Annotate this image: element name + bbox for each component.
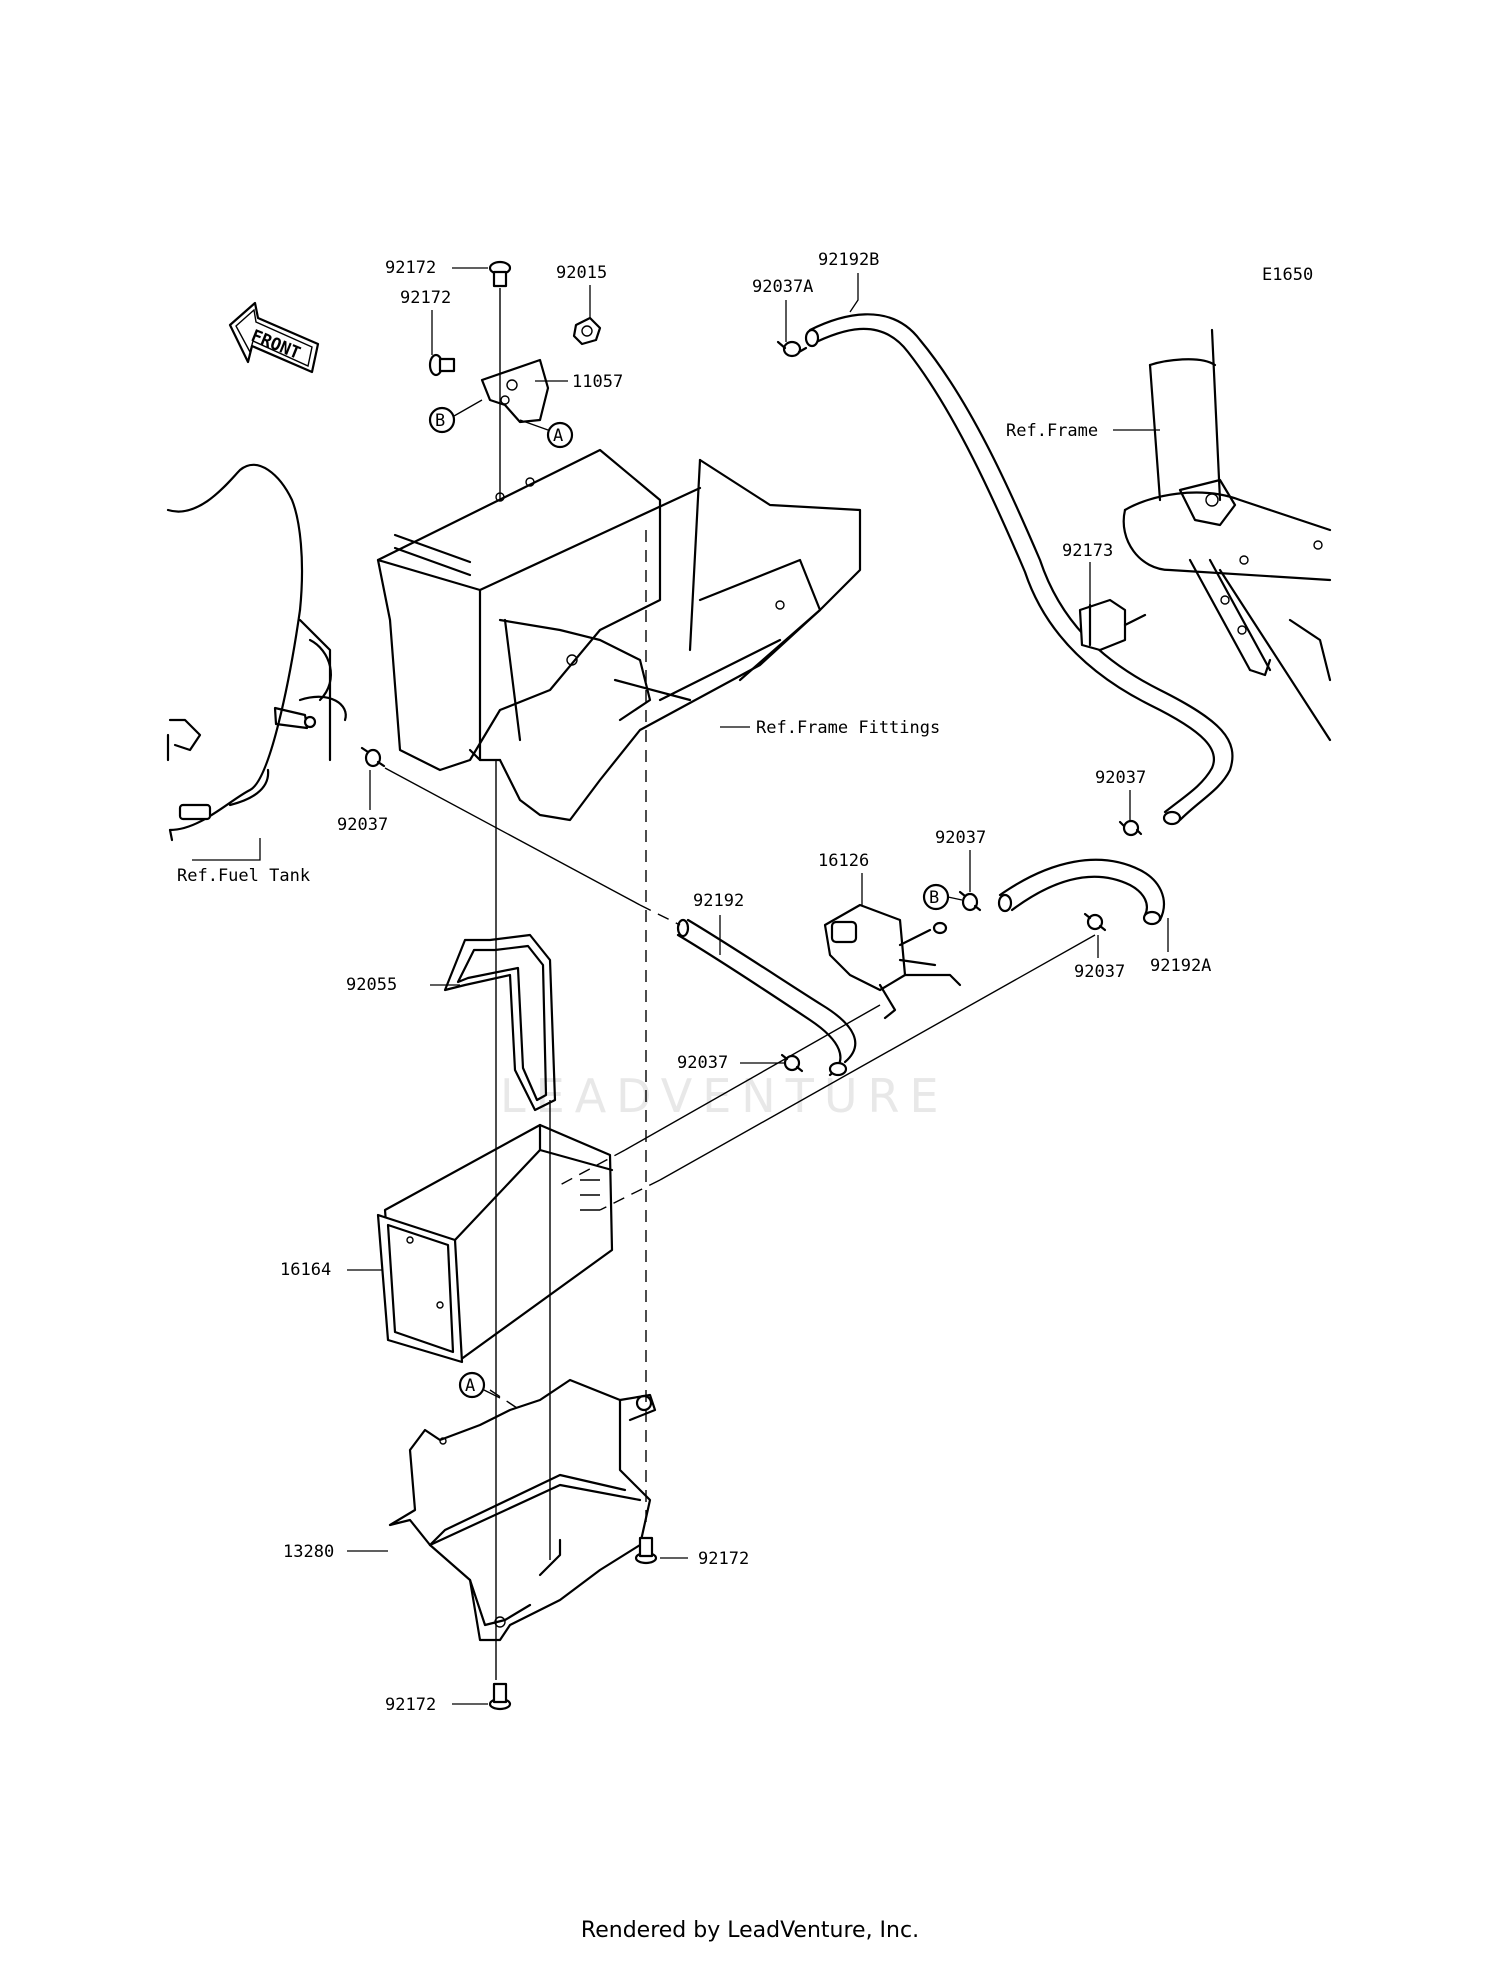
nut-92015	[572, 316, 602, 346]
marker-b-top: B	[428, 399, 483, 434]
clamp-92037-4	[1083, 912, 1107, 932]
callout-92172-b: 92172	[400, 288, 451, 308]
bolt-92172-bottom-left	[488, 1682, 512, 1711]
front-arrow-icon: FRONT	[228, 301, 320, 374]
callout-ref-frame: Ref.Frame	[1006, 421, 1098, 441]
callout-92037-c: 92037	[1095, 768, 1146, 788]
marker-b-valve: B	[922, 883, 963, 911]
callout-ref-fuel-tank: Ref.Fuel Tank	[177, 866, 310, 886]
callout-92192a: 92192A	[1150, 956, 1211, 976]
band-92055	[443, 933, 557, 1112]
callout-16126: 16126	[818, 851, 869, 871]
hose-92192	[676, 918, 857, 1077]
clamp-92037-3	[958, 890, 982, 912]
hose-92192a	[997, 858, 1165, 926]
callout-92055: 92055	[346, 975, 397, 995]
bolt-92172-top	[488, 260, 512, 500]
frame-ref	[1122, 328, 1332, 742]
callout-92037-f: 92037	[1074, 962, 1125, 982]
marker-a-bottom: A	[458, 1371, 501, 1399]
svg-text:B: B	[435, 411, 445, 431]
callout-13280: 13280	[283, 1542, 334, 1562]
hose-92192b	[804, 313, 1234, 826]
frame-fittings-box	[376, 448, 862, 822]
callout-92192b: 92192B	[818, 250, 879, 270]
fuel-tank-ref	[166, 463, 347, 842]
clamp-92037-2	[1118, 819, 1143, 837]
bolt-92172-bottom-right	[634, 1536, 658, 1565]
clamp-92037-1	[360, 746, 386, 768]
callout-92172-c: 92172	[698, 1549, 749, 1569]
callout-92172-d: 92172	[385, 1695, 436, 1715]
svg-text:A: A	[553, 426, 563, 446]
callout-11057: 11057	[572, 372, 623, 392]
callout-92037-g: 92037	[677, 1053, 728, 1073]
svg-text:B: B	[929, 888, 939, 908]
diagram-code: E1650	[1262, 265, 1313, 285]
callout-92037-e: 92037	[935, 828, 986, 848]
bracket-11057	[480, 358, 550, 424]
marker-a-top: A	[519, 419, 574, 449]
callout-ref-frame-fittings: Ref.Frame Fittings	[756, 718, 940, 738]
cap-92173	[1078, 598, 1147, 652]
callout-92015: 92015	[556, 263, 607, 283]
valve-16126	[823, 903, 962, 1020]
callout-16164: 16164	[280, 1260, 331, 1280]
canister-16164	[376, 1123, 614, 1364]
svg-text:A: A	[465, 1376, 475, 1396]
footer-credit: Rendered by LeadVenture, Inc.	[580, 1918, 920, 1943]
watermark-text: LEADVENTURE	[500, 1069, 949, 1123]
callout-92037-d: 92037	[337, 815, 388, 835]
callout-92173: 92173	[1062, 541, 1113, 561]
bracket-13280	[388, 1378, 657, 1642]
assembly-lines	[384, 530, 1096, 1680]
callout-92037a: 92037A	[752, 277, 813, 297]
callout-92172-a: 92172	[385, 258, 436, 278]
callout-leaders	[192, 267, 1169, 1705]
bolt-92172-side	[428, 353, 456, 377]
callout-92192: 92192	[693, 891, 744, 911]
clamp-92037a	[776, 340, 808, 358]
